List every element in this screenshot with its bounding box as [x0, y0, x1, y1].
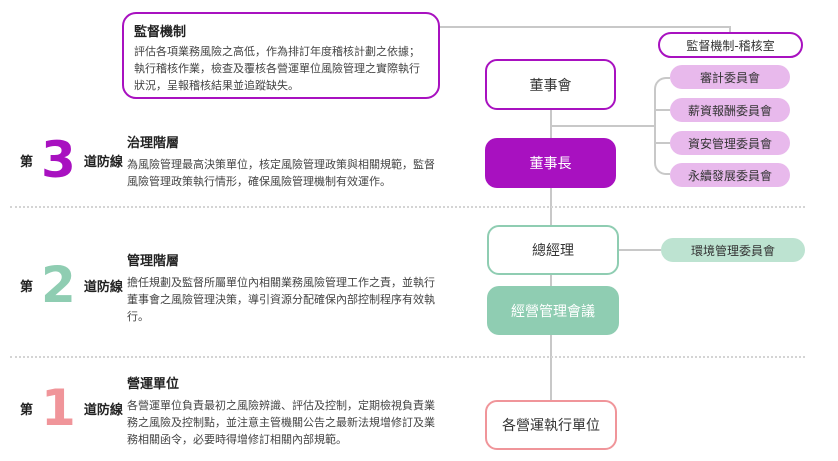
supervision-title: 監督機制: [134, 25, 187, 40]
connector: [655, 142, 670, 144]
connector: [655, 109, 670, 111]
section-text: 為風險管理最高決策單位，核定風險管理政策與相關規範，監督風險管理政策執行情形，確…: [127, 158, 435, 188]
section-text: 各營運單位負責最初之風險辨識、評估及控制，定期檢視負責業務之風險及控制點，並注意…: [127, 399, 435, 446]
committee-node: 資安管理委員會: [670, 131, 790, 155]
prefix: 第: [20, 402, 34, 418]
board-node: 董事會: [485, 59, 616, 110]
line-2-section: 管理階層 擔任規劃及監督所屬單位內相關業務風險管理工作之責，並執行董事會之風險管…: [127, 250, 437, 325]
section-title: 營運單位: [127, 377, 180, 392]
section-title: 管理階層: [127, 254, 180, 269]
connector: [440, 26, 730, 28]
connector: [729, 26, 731, 34]
committee-node: 永續發展委員會: [670, 163, 790, 187]
divider: [10, 206, 805, 208]
suffix: 道防線: [83, 402, 123, 418]
chairman-node: 董事長: [485, 138, 616, 188]
mgmt-meeting-node: 經營管理會議: [487, 286, 619, 335]
line-number: 3: [41, 131, 76, 189]
connector: [551, 125, 655, 127]
divider: [10, 356, 805, 358]
operating-units-node: 各營運執行單位: [485, 400, 617, 450]
gm-node: 總經理: [487, 225, 619, 275]
line-1-label: 第 1 道防線: [20, 383, 123, 433]
prefix: 第: [20, 279, 34, 295]
supervision-text: 評估各項業務風險之高低，作為排訂年度稽核計劃之依據；執行稽核作業，檢查及覆核各營…: [134, 45, 420, 92]
section-text: 擔任規劃及監督所屬單位內相關業務風險管理工作之責，並執行董事會之風險管理決策，導…: [127, 276, 435, 323]
line-2-label: 第 2 道防線: [20, 260, 123, 310]
connector: [654, 77, 670, 175]
audit-office-node: 監督機制-稽核室: [658, 32, 803, 58]
section-title: 治理階層: [127, 136, 180, 151]
committee-node: 審計委員會: [670, 65, 790, 89]
committee-node: 薪資報酬委員會: [670, 98, 790, 122]
supervision-box: 監督機制 評估各項業務風險之高低，作為排訂年度稽核計劃之依據；執行稽核作業，檢查…: [122, 12, 440, 99]
suffix: 道防線: [83, 154, 123, 170]
line-number: 2: [41, 256, 76, 314]
line-3-label: 第 3 道防線: [20, 135, 123, 185]
prefix: 第: [20, 154, 34, 170]
line-3-section: 治理階層 為風險管理最高決策單位，核定風險管理政策與相關規範，監督風險管理政策執…: [127, 132, 437, 190]
env-committee-node: 環境管理委員會: [661, 238, 805, 262]
line-1-section: 營運單位 各營運單位負責最初之風險辨識、評估及控制，定期檢視負責業務之風險及控制…: [127, 373, 437, 448]
suffix: 道防線: [83, 279, 123, 295]
line-number: 1: [41, 379, 76, 437]
connector: [619, 249, 661, 251]
